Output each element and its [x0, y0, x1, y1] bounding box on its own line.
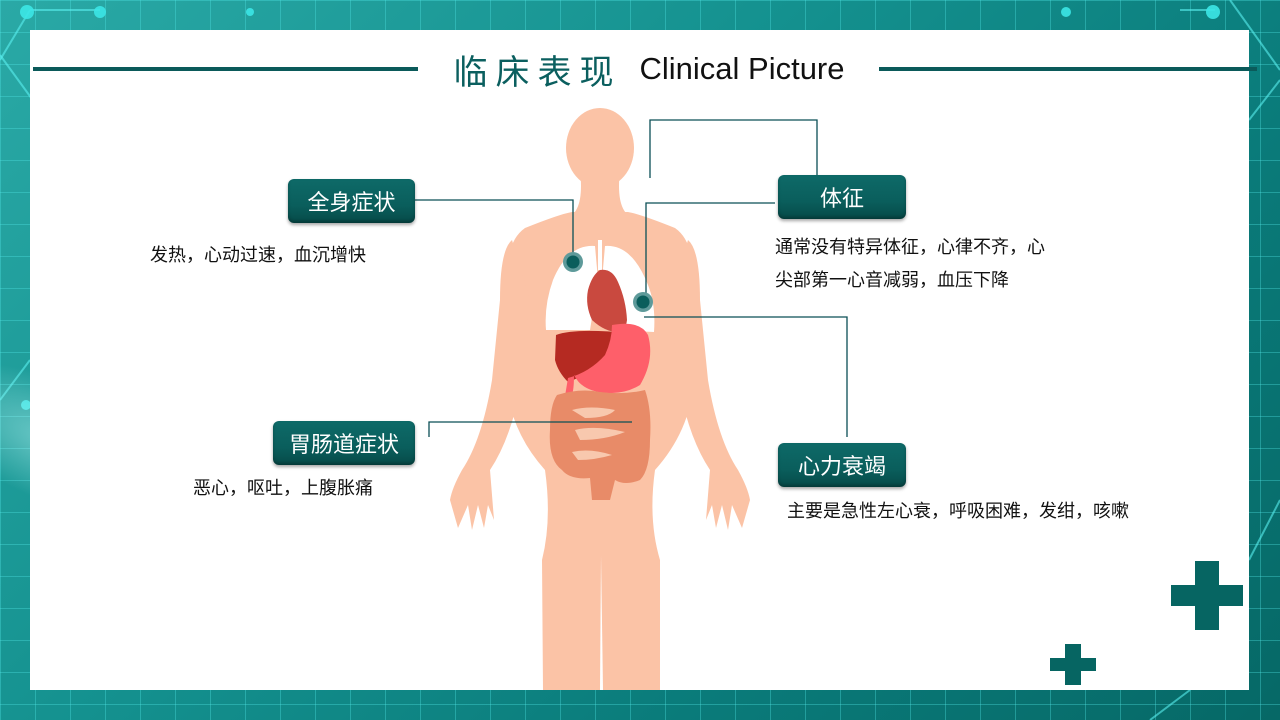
intestines-icon	[549, 390, 651, 500]
tag-heart-failure: 心力衰竭	[778, 443, 906, 487]
desc-line: 恶心，呕吐，上腹胀痛	[193, 478, 373, 499]
desc-line: 尖部第一心音减弱，血压下降	[775, 270, 1009, 291]
desc-line: 发热，心动过速，血沉增快	[150, 245, 366, 266]
desc-line: 主要是急性左心衰，呼吸困难，发绀，咳嗽	[787, 501, 1129, 522]
title-english: Clinical Picture	[639, 51, 845, 86]
leg-gap	[600, 555, 603, 690]
desc-systemic-symptoms: 发热，心动过速，血沉增快	[150, 239, 366, 272]
tag-systemic-symptoms: 全身症状	[288, 179, 415, 223]
stomach-icon	[565, 323, 651, 398]
marker-dot-systemic	[563, 252, 583, 272]
connector-lines	[415, 119, 848, 437]
desc-physical-signs: 通常没有特异体征，心律不齐，心 尖部第一心音减弱，血压下降	[775, 231, 1045, 297]
page-title: 临床表现 Clinical Picture	[420, 44, 878, 94]
tag-physical-signs: 体征	[778, 175, 906, 219]
title-chinese: 临床表现	[453, 52, 622, 93]
desc-heart-failure: 主要是急性左心衰，呼吸困难，发绀，咳嗽	[787, 495, 1129, 528]
desc-line: 通常没有特异体征，心律不齐，心	[775, 237, 1045, 258]
tag-gastrointestinal-symptoms: 胃肠道症状	[273, 421, 415, 465]
marker-dot-signs	[633, 292, 653, 312]
heart-icon	[587, 269, 627, 333]
desc-gastrointestinal-symptoms: 恶心，呕吐，上腹胀痛	[193, 472, 373, 505]
title-rule-left	[33, 67, 418, 71]
title-rule-right	[879, 67, 1257, 71]
